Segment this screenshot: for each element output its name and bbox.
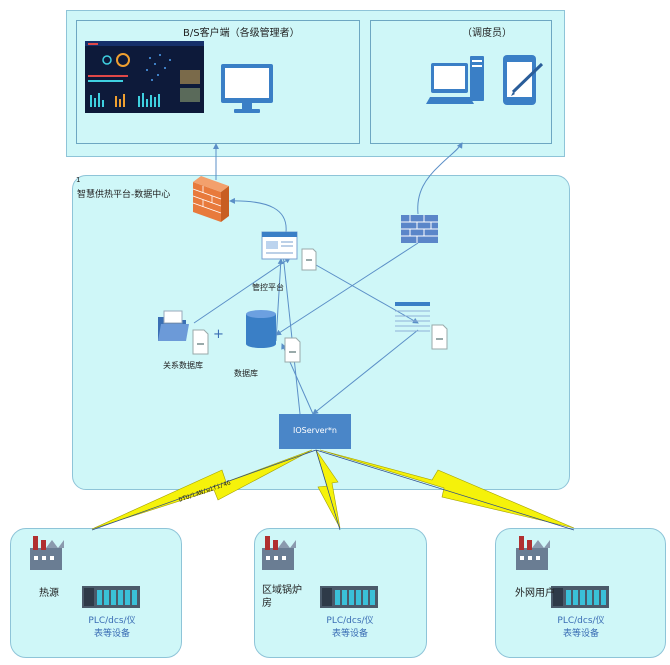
site-name-network-users: 外网用户 xyxy=(515,588,555,599)
wireless-link-bolts xyxy=(91,449,575,530)
dispatcher-title: （调度员） xyxy=(462,28,512,39)
folder-icon xyxy=(158,310,189,341)
site-name-boiler-room: 区域锅炉 房 xyxy=(262,585,302,609)
document-icon xyxy=(192,329,209,355)
ioserver-box xyxy=(279,414,351,449)
firewall-icon xyxy=(192,176,229,222)
plus-sign: + xyxy=(213,327,224,342)
control-platform-label: 管控平台 xyxy=(252,283,284,292)
document-icon xyxy=(301,248,317,271)
factory-icon xyxy=(30,536,64,570)
device-label: PLC/dcs/仪 表等设备 xyxy=(557,616,605,639)
database-label: 数据库 xyxy=(234,369,258,378)
document-icon xyxy=(431,324,448,350)
plc-rack-icon xyxy=(82,586,140,608)
document-icon xyxy=(284,337,301,363)
relational-db-label: 关系数据库 xyxy=(163,361,203,370)
data-center-index: 1 xyxy=(76,176,81,184)
factory-icon xyxy=(516,536,550,570)
web-page-icon xyxy=(261,231,298,260)
wireless-link-lines xyxy=(91,449,575,531)
factory-icon xyxy=(262,536,296,570)
site-name-heat-source: 热源 xyxy=(39,588,59,599)
device-label: PLC/dcs/仪 表等设备 xyxy=(88,616,136,639)
device-label: PLC/dcs/仪 表等设备 xyxy=(326,616,374,639)
tablet-pen-icon xyxy=(503,55,544,105)
monitor-icon xyxy=(221,64,273,113)
ioserver-label: IOServer*n xyxy=(293,426,337,435)
desktop-computer-icon xyxy=(426,56,484,104)
plc-rack-icon xyxy=(320,586,378,608)
server-rack-icon xyxy=(395,302,430,332)
data-center-title: 智慧供热平台-数据中心 xyxy=(77,190,171,200)
plc-rack-icon xyxy=(551,586,609,608)
network-firewall-icon xyxy=(401,215,438,243)
database-icon xyxy=(246,310,276,348)
bs-client-title: B/S客户端（各级管理者） xyxy=(183,28,300,39)
dashboard-screenshot-image xyxy=(85,41,204,113)
connection-lines xyxy=(193,142,463,415)
